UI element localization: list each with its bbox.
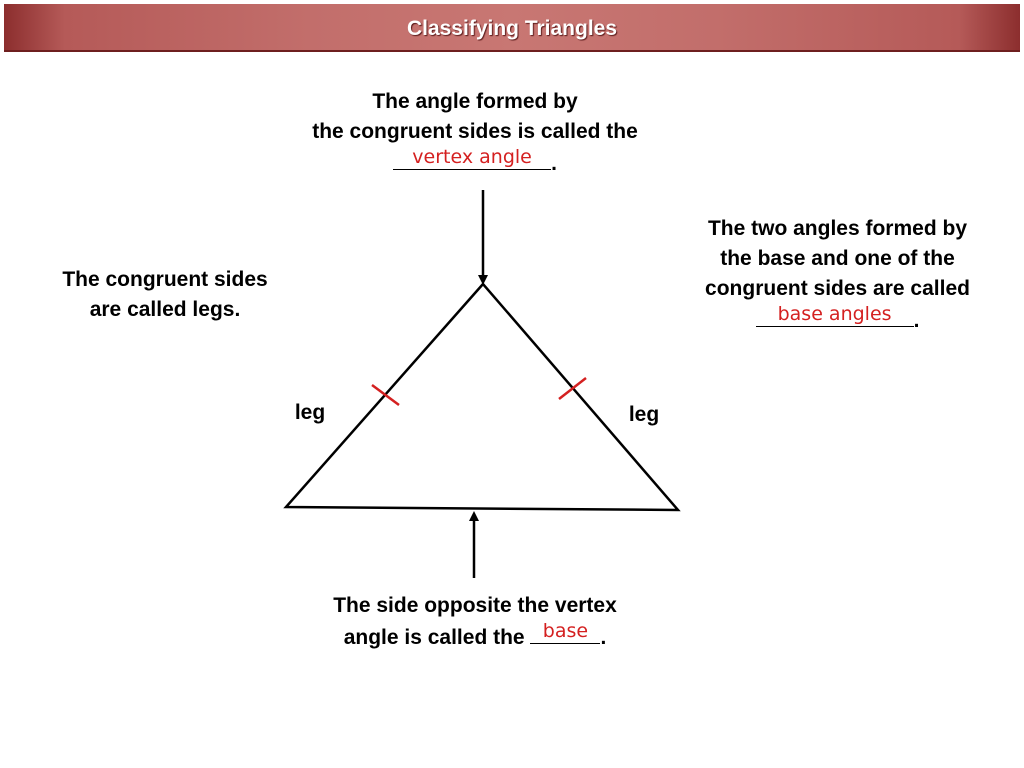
- left-leg-label: leg: [294, 401, 326, 424]
- vertex-note-line3: vertex angle .: [260, 146, 690, 179]
- base-angles-blank: base angles: [755, 303, 914, 336]
- vertex-angle-blank: vertex angle: [393, 146, 552, 179]
- base-angles-line4: base angles .: [660, 303, 1015, 336]
- base-angles-line2: the base and one of the: [720, 247, 955, 270]
- vertex-angle-answer: vertex angle: [412, 146, 532, 168]
- legs-note: The congruent sides are called legs.: [20, 265, 310, 325]
- base-answer: base: [542, 620, 589, 642]
- base-angles-period: .: [913, 309, 920, 332]
- legs-note-line1: The congruent sides: [62, 268, 268, 291]
- base-note-line1: The side opposite the vertex: [333, 594, 617, 617]
- base-angles-line1: The two angles formed by: [707, 217, 968, 240]
- base-note-period: .: [600, 626, 607, 649]
- base-angles-line3: congruent sides are called: [705, 277, 970, 300]
- base-note: The side opposite the vertex angle is ca…: [270, 591, 680, 653]
- right-leg-tick: [558, 377, 587, 400]
- slide-title: Classifying Triangles: [406, 17, 618, 40]
- right-leg-label: leg: [628, 403, 660, 426]
- left-leg-tick: [371, 383, 400, 407]
- legs-note-line2: are called legs.: [89, 298, 241, 321]
- base-angles-answer: base angles: [777, 303, 892, 325]
- title-bar: Classifying Triangles: [4, 4, 1020, 52]
- vertex-angle-note: The angle formed by the congruent sides …: [260, 87, 690, 179]
- base-note-prefix: angle is called the: [343, 626, 525, 649]
- vertex-note-period: .: [551, 152, 557, 175]
- isosceles-triangle: [283, 282, 681, 512]
- base-angles-note: The two angles formed by the base and on…: [660, 214, 1015, 336]
- base-note-line2: angle is called the base .: [270, 620, 680, 653]
- vertex-note-line2: the congruent sides is called the: [312, 120, 638, 143]
- base-blank: base: [530, 620, 601, 653]
- vertex-note-line1: The angle formed by: [372, 90, 578, 113]
